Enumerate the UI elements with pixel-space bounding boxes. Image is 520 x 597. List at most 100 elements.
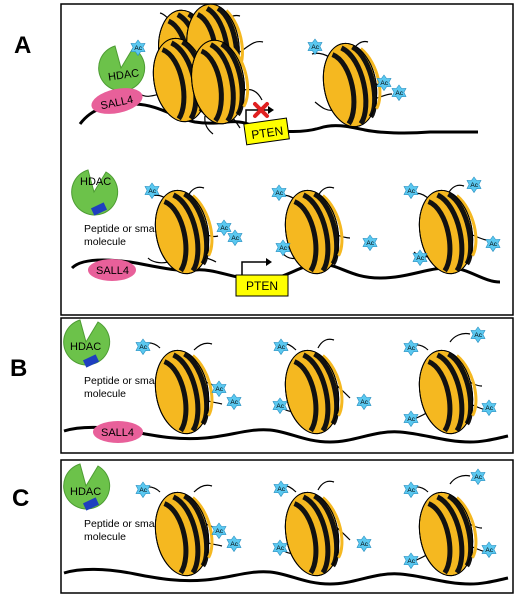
ac-marker: Ac — [275, 239, 291, 256]
open-nucleosome-group: Ac Ac Ac — [144, 182, 243, 278]
activation-arrow — [241, 261, 266, 278]
svg-text:Ac: Ac — [395, 90, 403, 97]
sall4-protein — [88, 259, 136, 281]
sall4-protein — [91, 88, 143, 114]
svg-text:Ac: Ac — [360, 399, 368, 406]
ac-marker: Ac — [470, 468, 486, 485]
nucleosome — [413, 488, 482, 580]
inhibitor-block — [82, 497, 100, 511]
pten-gene-label: PTEN — [246, 279, 278, 293]
svg-text:Ac: Ac — [474, 474, 482, 481]
ac-marker: Ac — [226, 535, 242, 552]
svg-text:Ac: Ac — [139, 344, 147, 351]
ac-marker: Ac — [403, 182, 419, 199]
ac-marker: Ac — [362, 234, 378, 251]
svg-text:Ac: Ac — [220, 225, 228, 232]
sall4-label: SALL4 — [101, 427, 134, 439]
svg-text:Ac: Ac — [276, 403, 284, 410]
svg-text:Ac: Ac — [407, 416, 415, 423]
svg-text:Ac: Ac — [230, 399, 238, 406]
nucleosome — [149, 186, 218, 278]
inhibitor-block — [90, 202, 108, 216]
svg-text:Ac: Ac — [311, 44, 319, 51]
nucleosome — [413, 346, 482, 438]
svg-text:Ac: Ac — [407, 345, 415, 352]
hdac-label: HDAC — [70, 341, 101, 353]
ac-marker: Ac — [485, 235, 501, 252]
svg-text:Ac: Ac — [407, 188, 415, 195]
ac-marker: Ac — [135, 481, 151, 498]
inhibitor-label-line2: molecule — [84, 236, 126, 248]
ac-marker: Ac — [481, 399, 497, 416]
arrow-head — [266, 258, 272, 266]
ac-marker: Ac — [356, 535, 372, 552]
svg-text:Ac: Ac — [277, 344, 285, 351]
ac-marker: Ac — [403, 339, 419, 356]
open-nucleosome-group: Ac Ac Ac — [271, 185, 378, 278]
ac-marker: Ac — [356, 393, 372, 410]
open-nucleosome-group: Ac Ac Ac — [272, 480, 372, 580]
panel-b-frame — [60, 317, 514, 454]
ac-marker: Ac — [226, 393, 242, 410]
ac-marker: Ac — [403, 410, 419, 427]
svg-text:Ac: Ac — [215, 386, 223, 393]
panel-a-label: A — [14, 32, 31, 59]
nucleosome — [149, 488, 218, 580]
svg-text:Ac: Ac — [139, 487, 147, 494]
open-nucleosome-group: Ac Ac Ac Ac — [403, 176, 501, 278]
repression-x-icon — [253, 102, 269, 118]
ac-marker: Ac — [272, 539, 288, 556]
inhibitor-label-line2: molecule — [84, 388, 126, 400]
open-nucleosome-group: Ac Ac Ac — [135, 481, 242, 580]
arrow-head — [268, 106, 274, 114]
ac-marker: Ac — [376, 74, 392, 91]
ac-marker: Ac — [211, 522, 227, 539]
svg-text:Ac: Ac — [134, 45, 142, 52]
ac-marker: Ac — [273, 338, 289, 355]
panel-c-frame — [60, 459, 514, 594]
ac-marker: Ac — [273, 480, 289, 497]
compact-chromatin-cluster — [139, 1, 264, 135]
svg-text:Ac: Ac — [231, 235, 239, 242]
ac-marker: Ac — [466, 176, 482, 193]
hdac-label: HDAC — [70, 486, 101, 498]
pten-gene-box — [235, 274, 289, 297]
svg-text:Ac: Ac — [489, 241, 497, 248]
panel-b-label: B — [10, 355, 27, 382]
hdac-label: HDAC — [80, 176, 111, 188]
inhibitor-label-line1: Peptide or small — [84, 223, 159, 235]
inhibitor-block — [82, 354, 100, 368]
panel-c-label: C — [12, 485, 29, 512]
inhibitor-label-line1: Peptide or small — [84, 518, 159, 530]
svg-text:Ac: Ac — [215, 528, 223, 535]
nucleosome — [279, 346, 348, 438]
svg-text:Ac: Ac — [277, 486, 285, 493]
svg-text:Ac: Ac — [276, 545, 284, 552]
nucleosome — [149, 346, 218, 438]
hdac-label: HDAC — [107, 67, 140, 83]
svg-text:Ac: Ac — [474, 332, 482, 339]
ac-marker: Ac — [135, 338, 151, 355]
ac-marker: Ac — [211, 380, 227, 397]
svg-text:Ac: Ac — [360, 541, 368, 548]
svg-text:Ac: Ac — [470, 182, 478, 189]
ac-marker: Ac — [403, 552, 419, 569]
dna-strand — [63, 567, 509, 586]
svg-text:Ac: Ac — [485, 405, 493, 412]
sall4-label: SALL4 — [96, 265, 129, 277]
sall4-protein — [93, 421, 143, 443]
ac-marker: Ac — [403, 481, 419, 498]
nucleosome — [317, 39, 386, 131]
svg-text:Ac: Ac — [416, 255, 424, 262]
ac-marker: Ac — [470, 326, 486, 343]
svg-text:Ac: Ac — [275, 190, 283, 197]
open-nucleosome-group: Ac Ac Ac — [135, 338, 242, 438]
svg-text:Ac: Ac — [230, 541, 238, 548]
ac-marker: Ac — [272, 397, 288, 414]
ac-marker: Ac — [130, 39, 146, 56]
svg-text:Ac: Ac — [380, 80, 388, 87]
ac-marker: Ac — [307, 38, 323, 55]
ac-marker: Ac — [216, 219, 232, 236]
nucleosome — [279, 488, 348, 580]
